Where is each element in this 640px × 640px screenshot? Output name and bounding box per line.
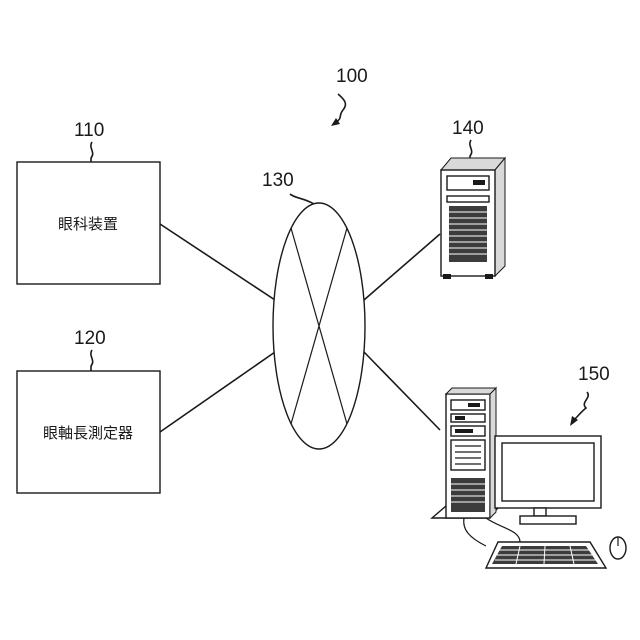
link-110-130 [160,224,275,300]
server-ref: 140 [452,118,484,139]
viewer-mouse-icon [610,537,626,559]
viewer-leader [574,392,588,420]
system-ref-label: 100 [336,66,368,87]
viewer-monitor-cable [486,518,520,542]
system-ref-leader [336,94,345,122]
viewer-keyboard-cable [464,518,486,546]
network-leader [290,194,314,204]
axial-length-meter-label: 眼軸長測定器 [43,424,133,442]
viewer-tower-icon [432,388,500,518]
network-ref: 130 [262,170,294,191]
server-leader [470,140,472,160]
ophthalmic-device-ref: 110 [74,120,104,141]
axial-length-meter-ref: 120 [74,328,106,349]
link-130-150 [364,352,440,430]
server-icon [441,158,505,279]
ophthalmic-device-label: 眼科装置 [58,215,118,233]
viewer-keyboard-icon [486,542,606,568]
viewer-monitor-icon [495,436,601,524]
link-120-130 [160,352,275,432]
link-130-140 [364,234,440,300]
viewer-ref: 150 [578,364,610,385]
ophthalmic-device-leader [91,142,93,162]
axial-length-meter-leader [91,350,93,371]
